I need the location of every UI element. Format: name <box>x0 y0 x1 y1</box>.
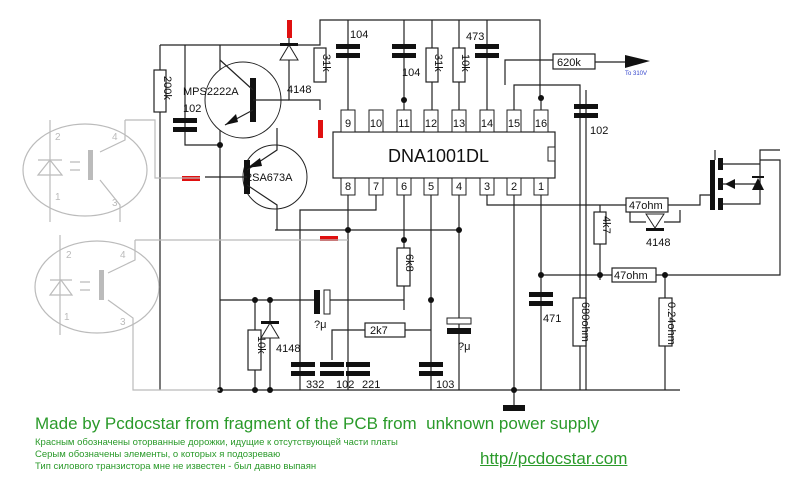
d-4148-3: 4148 <box>646 237 670 249</box>
c-332: 332 <box>306 379 324 391</box>
c-104-a: 104 <box>350 29 368 41</box>
pin-15: 15 <box>508 118 520 130</box>
r-31k-b: 31k <box>432 54 444 72</box>
pin-16: 16 <box>535 118 547 130</box>
q1-label: MPS2222A <box>183 86 239 98</box>
c-102-c: 102 <box>336 379 354 391</box>
pin-10: 10 <box>370 118 382 130</box>
output-arrow-label: To 310V <box>625 71 647 77</box>
junctions <box>217 95 668 393</box>
c-104-b: 104 <box>402 67 420 79</box>
c-103: 103 <box>436 379 454 391</box>
pin-1: 1 <box>538 181 544 193</box>
pin-14: 14 <box>481 118 493 130</box>
d-4148-2: 4148 <box>276 343 300 355</box>
r-10k-top: 10k <box>459 54 471 72</box>
pin-11: 11 <box>398 118 409 130</box>
power-mosfet <box>710 149 780 210</box>
r-0-24ohm: 0.24ohm <box>665 302 677 345</box>
diodes: 4148 4148 4148 <box>260 43 681 355</box>
pin-13: 13 <box>453 118 465 130</box>
q2-label: 2SA673A <box>246 172 293 184</box>
opto2-pin-1: 1 <box>64 312 70 323</box>
footer-note-1: Красным обозначены оторванные дорожки, и… <box>35 437 398 448</box>
r-200k: 200k <box>161 76 173 100</box>
r-10k-bottom: 10k <box>255 336 267 354</box>
pin-12: 12 <box>425 118 437 130</box>
opto1-pin-4: 4 <box>112 132 118 143</box>
opto2-pin-3: 3 <box>120 317 126 328</box>
opto1-pin-1: 1 <box>55 192 61 203</box>
c-221: 221 <box>362 379 380 391</box>
opto2-pin-2: 2 <box>66 250 72 261</box>
r-620k: 620k <box>557 57 581 69</box>
capacitors: 104 104 473 102 102 471 332 102 221 103 … <box>173 29 608 391</box>
opto1-pin-3: 3 <box>112 198 118 209</box>
transistor-2sa673a: 2SA673A <box>205 128 308 230</box>
pin-2: 2 <box>511 181 517 193</box>
pin-6: 6 <box>401 181 407 193</box>
r-47ohm-b: 47ohm <box>614 270 648 282</box>
c-102-a: 102 <box>183 103 201 115</box>
website-link[interactable]: http//pcdocstar.com <box>480 449 628 468</box>
r-31k-a: 31k <box>320 54 332 72</box>
r-680ohm: 680ohm <box>579 302 591 342</box>
ground-bar <box>503 405 525 411</box>
footer-note-3: Тип силового транзистора мне не известен… <box>35 461 317 472</box>
c-102-b: 102 <box>590 125 608 137</box>
r-6k8: 6k8 <box>403 254 415 272</box>
pin-9: 9 <box>345 118 351 130</box>
c-electrolytic-1: ?μ <box>314 319 326 331</box>
pin-5: 5 <box>428 181 434 193</box>
c-electrolytic-2: ?μ <box>458 341 470 353</box>
ic-name: DNA1001DL <box>388 146 489 166</box>
r-47ohm-a: 47ohm <box>629 200 663 212</box>
footer-note-2: Серым обозначены элементы, о которых я п… <box>35 449 281 460</box>
pin-3: 3 <box>484 181 490 193</box>
resistors: 200k 31k 31k 10k 620k 4k7 47ohm 47ohm 6k… <box>153 47 677 371</box>
opto1-pin-2: 2 <box>55 132 61 143</box>
d-4148-1: 4148 <box>287 84 311 96</box>
pin-4: 4 <box>456 181 462 193</box>
c-473: 473 <box>466 31 484 43</box>
r-2k7: 2k7 <box>370 325 388 337</box>
opto2-pin-4: 4 <box>120 250 126 261</box>
ic-dna1001dl: DNA1001DL 9 10 11 12 13 14 15 16 8 7 6 5… <box>332 109 556 196</box>
pin-8: 8 <box>345 181 351 193</box>
wires <box>159 19 781 405</box>
optocoupler-2: 2 4 1 3 <box>34 235 348 391</box>
pin-7: 7 <box>373 181 379 193</box>
footer-title: Made by Pcdocstar from fragment of the P… <box>35 414 600 433</box>
output-arrow: To 310V <box>625 55 650 77</box>
transistor-mps2222a: MPS2222A <box>183 59 289 139</box>
optocoupler-1: 2 4 1 3 <box>22 119 200 222</box>
r-4k7: 4k7 <box>600 216 612 234</box>
c-471: 471 <box>543 313 561 325</box>
